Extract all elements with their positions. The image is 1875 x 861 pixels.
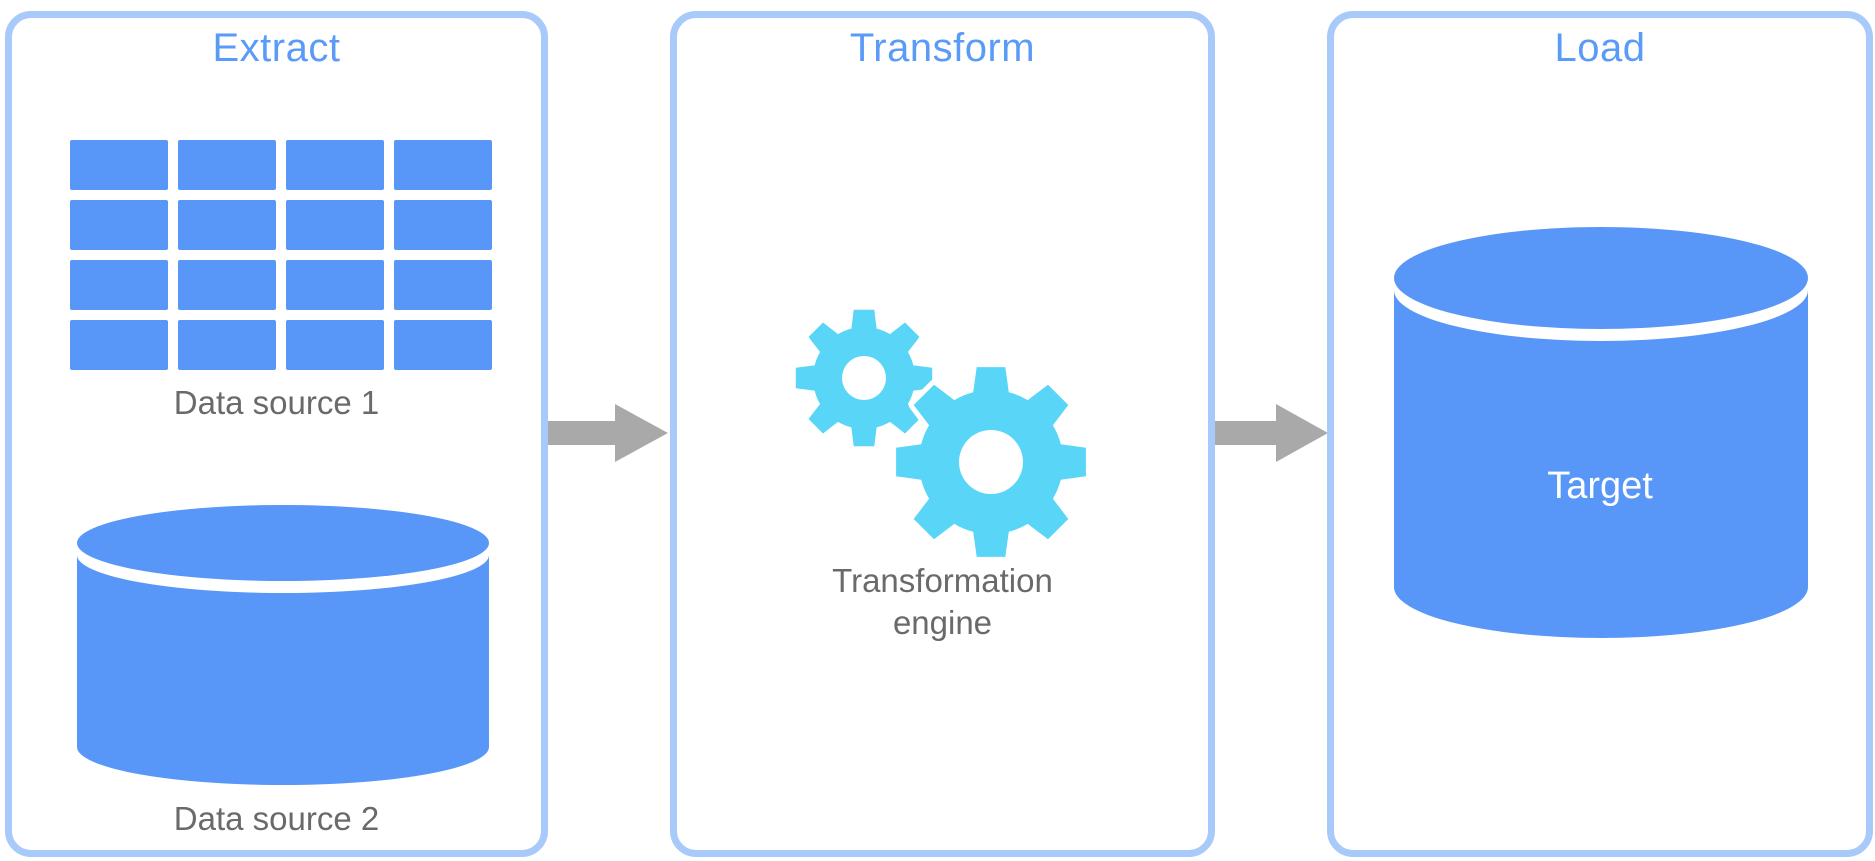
cylinder-lid [1394, 227, 1808, 329]
cylinder-body [77, 555, 489, 785]
table-cell [178, 200, 276, 250]
table-cell [70, 260, 168, 310]
panel-title-transform: Transform [849, 26, 1036, 70]
arrow-extract-to-transform-icon [548, 404, 668, 462]
target-label: Target [1547, 465, 1653, 507]
table-cell [286, 200, 384, 250]
panel-extract: Extract Data source 1 Data source 2 [5, 11, 548, 857]
data-source-2-label: Data source 2 [173, 800, 380, 837]
table-cell [286, 140, 384, 190]
panel-load: Load Target [1327, 11, 1873, 857]
panel-title-extract: Extract [212, 26, 341, 70]
gears-icon [795, 309, 1091, 562]
table-cell [70, 140, 168, 190]
panel-transform: Transform Transformation engine [670, 11, 1215, 857]
transformation-engine-label: Transformation engine [677, 560, 1208, 644]
arrow-transform-to-load-icon [1215, 404, 1328, 462]
table-cell [286, 320, 384, 370]
table-cell [178, 320, 276, 370]
transformation-engine-label-line1: Transformation [832, 562, 1053, 599]
table-cell [394, 200, 492, 250]
arrow-shape [1215, 404, 1328, 462]
table-cell [394, 140, 492, 190]
table-cell [70, 200, 168, 250]
large-gear-hole [959, 430, 1023, 494]
table-cell [394, 260, 492, 310]
small-gear-hole [842, 356, 886, 400]
data-source-1-label: Data source 1 [173, 384, 380, 421]
cylinder-body [1394, 290, 1808, 638]
table-cell [70, 320, 168, 370]
arrow-shape [548, 404, 668, 462]
cylinder-lid [77, 505, 489, 581]
panel-title-load: Load [1554, 26, 1646, 70]
table-icon [70, 140, 492, 370]
table-cell [178, 140, 276, 190]
table-cell [394, 320, 492, 370]
database-cylinder-icon [77, 505, 489, 785]
database-cylinder-icon [1394, 227, 1808, 638]
table-cell [286, 260, 384, 310]
transformation-engine-label-line2: engine [892, 604, 993, 641]
table-cell [178, 260, 276, 310]
